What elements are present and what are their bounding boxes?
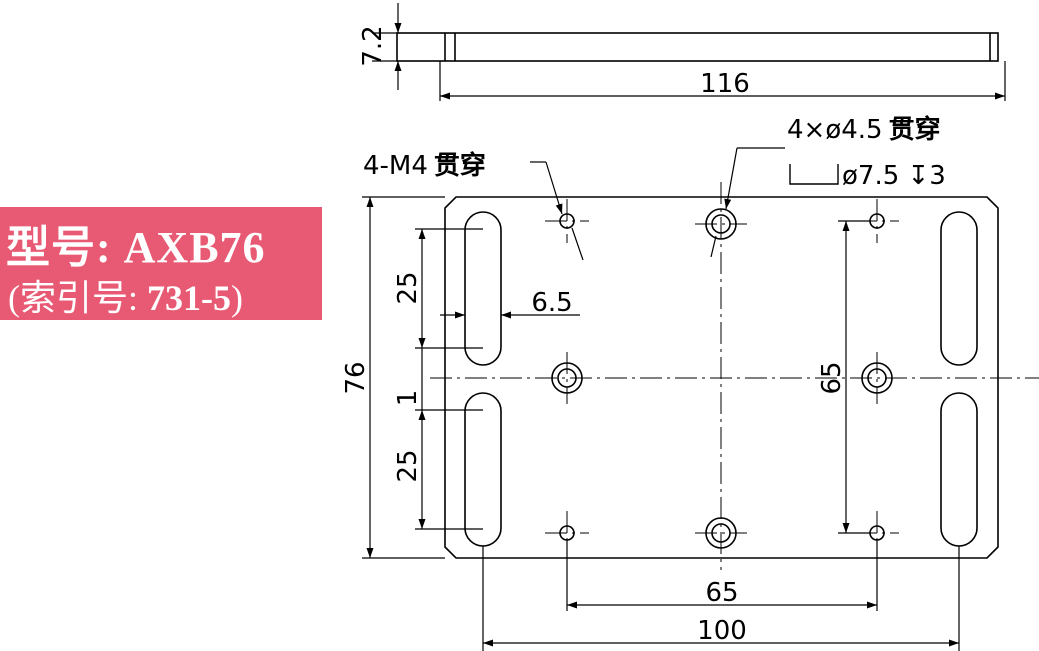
counterbore-symbol-icon <box>789 164 839 185</box>
center-lines <box>430 182 1039 570</box>
dim-slot-length-bottom: 25 <box>393 449 423 482</box>
dim-thickness-lines <box>372 3 402 90</box>
dim-hole-vertical-lines <box>838 220 870 534</box>
slot-top-right <box>940 211 978 366</box>
slot-top-left <box>464 211 502 366</box>
dim-total-length-lines <box>439 61 1006 101</box>
dim-slot-gap: 1 <box>393 390 423 407</box>
dim-total-length: 116 <box>700 69 750 99</box>
plate-outline <box>444 196 999 559</box>
model-badge: 型号: AXB76 (索引号: 731-5) <box>0 207 322 320</box>
note-counterbore-spec: ø7.5 ↧3 <box>842 161 946 191</box>
counterbore-leader <box>710 147 785 258</box>
side-view <box>396 32 999 62</box>
dim-height-lines <box>362 196 445 559</box>
dim-slot-lines <box>415 228 483 530</box>
slot-bottom-right <box>940 392 978 547</box>
slot-bottom-left <box>464 392 502 547</box>
dim-slot-spacing-lines <box>482 546 960 651</box>
index-prefix: (索引号: <box>8 278 147 318</box>
side-view-plate <box>396 32 999 62</box>
m4-leader <box>530 161 584 261</box>
dim-hole-spacing-vertical: 65 <box>817 361 847 394</box>
dim-slot-spacing: 100 <box>697 616 747 646</box>
index-suffix: ) <box>231 278 243 318</box>
dim-height: 76 <box>341 361 371 394</box>
dim-hole-horizontal-lines <box>566 540 878 611</box>
dim-slot-length-top: 25 <box>393 271 423 304</box>
dim-hole-spacing-horizontal: 65 <box>705 578 738 608</box>
index-number-line: (索引号: 731-5) <box>8 269 243 321</box>
dim-slot-width: 6.5 <box>531 288 572 318</box>
dim-thickness: 7.2 <box>358 25 388 66</box>
index-number: 731-5 <box>147 278 231 318</box>
model-name: 型号: AXB76 <box>6 223 266 272</box>
